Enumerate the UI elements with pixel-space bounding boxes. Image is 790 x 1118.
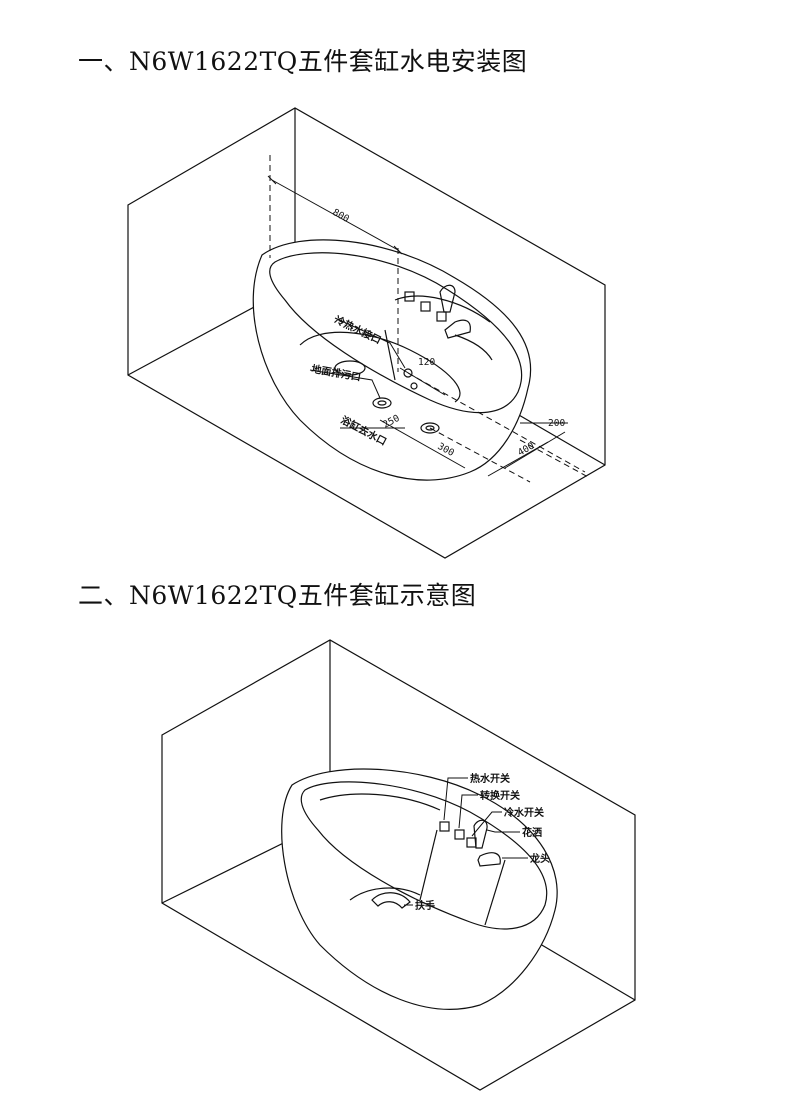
dim-200: 200 [548, 418, 565, 429]
section-title-installation: 一、N6W1622TQ五件套缸水电安装图 [78, 47, 528, 76]
label-hot-switch: 热水开关 [470, 772, 510, 785]
label-faucet: 龙头 [529, 852, 550, 865]
diverter-knob [420, 301, 431, 312]
faucet-icon-2 [477, 852, 501, 867]
tub-rim-2 [300, 781, 548, 930]
faucet-icon [444, 319, 471, 339]
room-box-2 [161, 639, 636, 1091]
water-inlet-icon [403, 368, 413, 378]
basin-drain-icon [334, 360, 366, 376]
dim-120: 120 [418, 357, 435, 368]
tub-outer-2 [281, 768, 558, 1010]
shower-head-icon [439, 284, 456, 313]
hot-switch-knob [404, 291, 415, 302]
label-shower: 花洒 [522, 826, 542, 839]
section-title-schematic: 二、N6W1622TQ五件套缸示意图 [78, 581, 477, 610]
label-cold-switch: 冷水开关 [504, 806, 544, 819]
diverter-switch-icon [454, 829, 465, 840]
cold-switch-knob [436, 311, 447, 322]
cold-switch-icon [466, 837, 477, 848]
label-diverter-switch: 转换开关 [480, 789, 520, 802]
tub-drain-icon [420, 422, 440, 434]
dim-line-800 [271, 179, 399, 251]
label-handrail: 扶手 [415, 899, 435, 912]
handrail-icon [371, 892, 411, 909]
floor-drain-icon [372, 397, 392, 409]
shower-icon [473, 819, 488, 849]
tub-rim [269, 252, 523, 414]
hot-switch-icon [439, 821, 450, 832]
installation-diagram: 800 120 250 300 200 400 冷热水接口 地面排污口 浴缸去水… [127, 107, 606, 559]
